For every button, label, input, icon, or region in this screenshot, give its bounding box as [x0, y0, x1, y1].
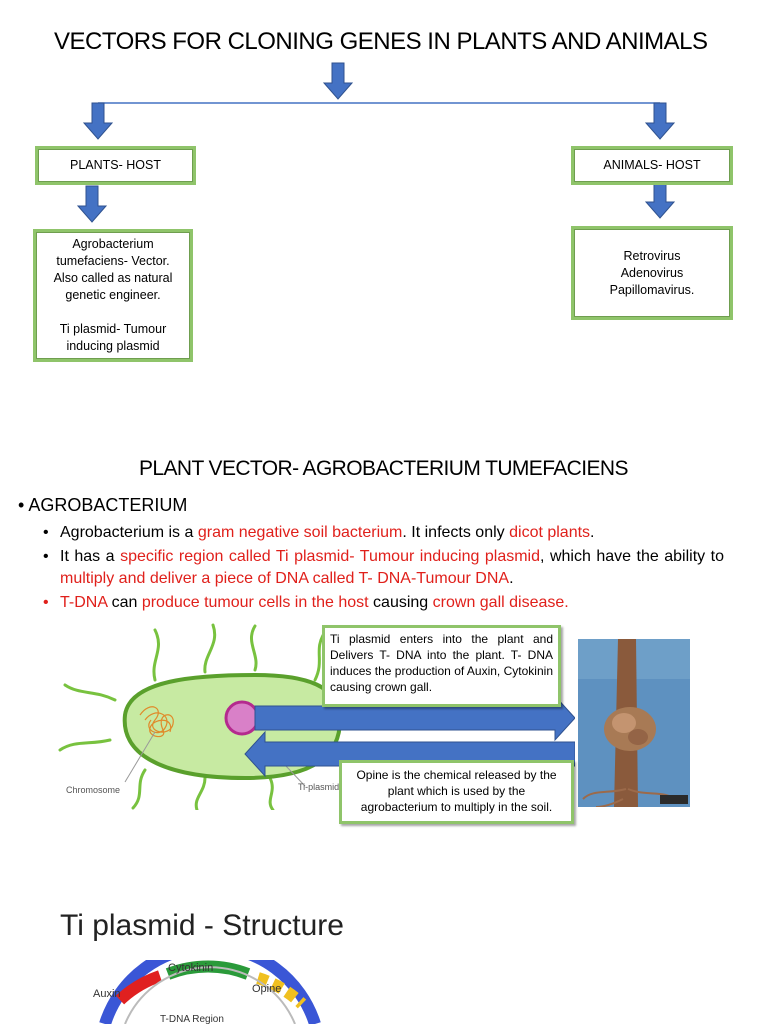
- ti-plasmid-structure-diagram: [99, 960, 321, 1024]
- section1-title: VECTORS FOR CLONING GENES IN PLANTS AND …: [54, 28, 708, 55]
- p1-text: . It infects only: [402, 524, 510, 541]
- tdna-region-label: T-DNA Region: [160, 1014, 224, 1025]
- p3-highlight: T-DNA: [60, 594, 108, 611]
- p3-highlight: produce tumour cells in the host: [141, 594, 369, 611]
- animals-host-label: ANIMALS- HOST: [603, 158, 701, 172]
- paragraph-2: • It has a specific region called Ti pla…: [43, 546, 725, 590]
- opine-callout: Opine is the chemical released by the pl…: [339, 760, 574, 824]
- agrobacterium-bullet: • AGROBACTERIUM: [18, 495, 187, 516]
- auxin-label: Auxin: [93, 988, 121, 1000]
- down-arrow-icon: [83, 102, 113, 140]
- plants-detail-line: inducing plasmid: [66, 339, 160, 353]
- p1-highlight: dicot plants: [509, 524, 591, 541]
- plants-detail-line: Also called as natural: [53, 271, 173, 285]
- p2-text: .: [509, 570, 514, 587]
- p2-highlight: multiply and deliver a piece of DNA call…: [60, 570, 510, 587]
- bullet-dot-icon: •: [18, 495, 25, 515]
- p2-text: It has a: [60, 548, 121, 565]
- paragraph-1: • Agrobacterium is a gram negative soil …: [43, 522, 724, 544]
- opine-label: Opine: [252, 983, 282, 995]
- p1-highlight: gram negative soil bacterium: [197, 524, 403, 541]
- plants-detail-line: tumefaciens- Vector.: [56, 254, 170, 268]
- crown-gall-photo: [578, 639, 690, 807]
- p1-text: Agrobacterium is a: [60, 524, 198, 541]
- plants-host-label: PLANTS- HOST: [70, 158, 161, 172]
- plants-host-box: PLANTS- HOST: [35, 146, 196, 185]
- flow-arrows: [77, 62, 675, 223]
- plants-detail-box: Agrobacterium tumefaciens- Vector. Also …: [33, 229, 193, 362]
- animals-detail-line: Retrovirus: [623, 248, 681, 263]
- animals-detail-line: Adenovirus: [620, 265, 684, 280]
- p2-highlight: specific region called Ti plasmid- Tumou…: [120, 548, 541, 565]
- tiplasmid-label: Ti-plasmid: [298, 782, 340, 792]
- agrobacterium-illustration: [58, 623, 575, 810]
- p1-text: .: [590, 524, 595, 541]
- ti-plasmid-callout: Ti plasmid enters into the plant and Del…: [322, 625, 561, 707]
- paragraph-3: • T-DNA can produce tumour cells in the …: [43, 592, 724, 614]
- p2-text: , which have the ability to: [540, 548, 725, 565]
- down-arrow-icon: [645, 181, 675, 219]
- down-arrow-icon: [323, 62, 353, 100]
- bullet-dot-icon: •: [43, 594, 49, 611]
- animals-host-box: ANIMALS- HOST: [571, 146, 733, 185]
- p3-highlight: crown gall disease.: [432, 594, 569, 611]
- ti-plasmid-circle: [224, 700, 260, 736]
- chromosome-label: Chromosome: [66, 785, 121, 795]
- animals-detail-box: Retrovirus Adenovirus Papillomavirus.: [571, 226, 733, 320]
- plants-detail-line: Ti plasmid- Tumour: [59, 322, 167, 336]
- bullet-dot-icon: •: [43, 548, 49, 565]
- plants-detail-line: Agrobacterium: [72, 237, 154, 251]
- bullet-dot-icon: •: [43, 524, 49, 541]
- section2-title: PLANT VECTOR- AGROBACTERIUM TUMEFACIENS: [139, 457, 628, 480]
- agrobacterium-heading: AGROBACTERIUM: [28, 495, 188, 515]
- p3-text: causing: [368, 594, 433, 611]
- p3-text: can: [107, 594, 142, 611]
- plants-detail-line: genetic engineer.: [65, 288, 161, 302]
- opine-callout-text: Opine is the chemical released by the pl…: [356, 768, 557, 814]
- ti-plasmid-callout-text: Ti plasmid enters into the plant and Del…: [330, 632, 553, 694]
- down-arrow-icon: [645, 102, 675, 140]
- section3-title: Ti plasmid - Structure: [60, 909, 344, 942]
- cytokinin-label: Cytokinin: [168, 962, 214, 974]
- animals-detail-line: Papillomavirus.: [609, 282, 695, 297]
- down-arrow-icon: [77, 185, 107, 223]
